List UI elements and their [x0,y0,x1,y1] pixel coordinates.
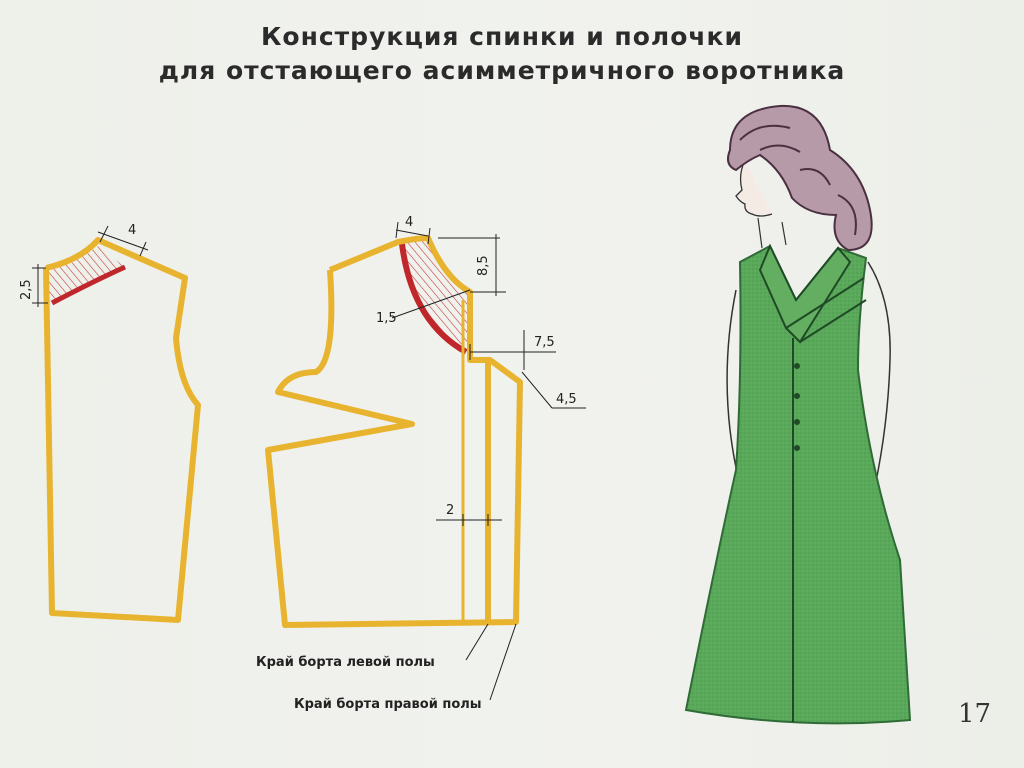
left-edge-label: Край борта левой полы [256,655,435,670]
face [735,159,773,217]
front-collar-hatch [400,238,470,352]
front-neck-depth-label: 8,5 [476,255,491,276]
front-extension-bottom-label: 2 [446,503,454,518]
front-collar-line [399,243,468,355]
dress-buttons [794,363,800,451]
front-collar-offset-label: 1,5 [376,311,397,326]
page-number: 17 [958,699,991,729]
back-neck-curve [50,264,127,306]
back-outline [43,237,201,623]
front-outline [265,235,523,628]
hair [727,104,873,252]
back-pattern-piece: 4 2,5 [19,223,201,623]
front-neck-width-label: 4 [405,215,413,230]
back-neck-width-label: 4 [128,223,136,238]
woman-in-dress-illustration [684,104,912,725]
front-pattern-piece: 4 8,5 1,5 7,5 4,5 2 Кра [256,215,586,712]
title-line-1: Конструкция спинки и полочки [260,22,744,51]
right-edge-label: Край борта правой полы [294,697,482,712]
title-line-2: для отстающего асимметричного воротника [158,56,846,85]
front-extension-top-label: 7,5 [534,335,555,350]
back-collar-hatch [46,245,125,303]
dress [684,244,912,725]
front-extension-side-label: 4,5 [556,392,577,407]
back-neck-depth-label: 2,5 [19,279,34,300]
